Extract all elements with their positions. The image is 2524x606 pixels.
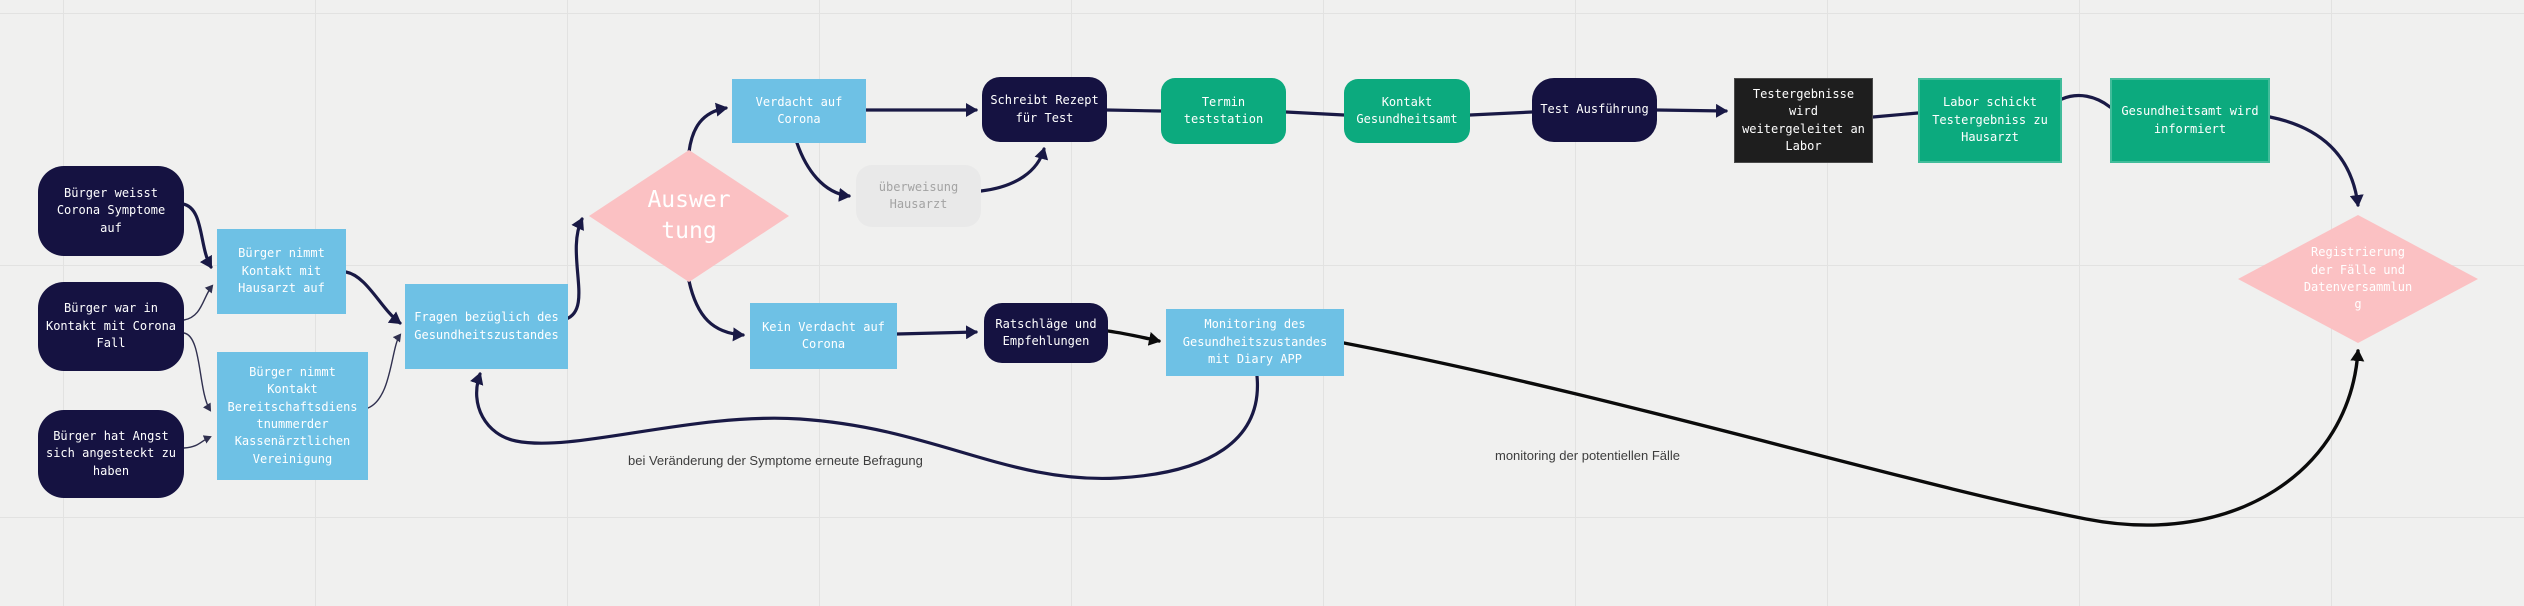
edge-auswertung-to-kein-verdacht[interactable] bbox=[687, 279, 745, 342]
edge-termin-to-kontakt-gesundheitsamt[interactable] bbox=[1284, 110, 1346, 117]
edge-fragen-to-auswertung[interactable] bbox=[564, 217, 584, 321]
node-buerger-symptome[interactable]: Bürger weisst Corona Symptome auf bbox=[38, 166, 184, 256]
edge-kontakt-hausarzt-to-fragen[interactable] bbox=[344, 270, 402, 325]
edge-ratschlaege-to-monitoring[interactable] bbox=[1106, 329, 1161, 346]
edge-schreibt-rezept-to-termin[interactable] bbox=[1105, 108, 1163, 113]
edge-labor-to-gesundheitsamt[interactable] bbox=[2060, 93, 2112, 109]
edge-ueberweisung-to-schreibt-rezept[interactable] bbox=[979, 147, 1049, 193]
node-verdacht-corona[interactable]: Verdacht auf Corona bbox=[732, 79, 866, 143]
edge-buerger-angst-to-bereitschaftsdienst[interactable] bbox=[183, 435, 212, 449]
node-kontakt-bereitschaftsdienst[interactable]: Bürger nimmt Kontakt Bereitschaftsdiens … bbox=[217, 352, 368, 480]
node-labor-schickt-testergebniss[interactable]: Labor schickt Testergebniss zu Hausarzt bbox=[1918, 78, 2062, 163]
edge-monitoring-to-registrierung[interactable] bbox=[1342, 341, 2365, 527]
node-kein-verdacht-corona[interactable]: Kein Verdacht auf Corona bbox=[750, 303, 897, 369]
edge-kein-verdacht-to-ratschlaege[interactable] bbox=[895, 325, 978, 340]
edge-kontakt-gesundheitsamt-to-test[interactable] bbox=[1468, 110, 1534, 117]
node-schreibt-rezept[interactable]: Schreibt Rezept für Test bbox=[982, 77, 1107, 142]
node-buerger-angst[interactable]: Bürger hat Angst sich angesteckt zu habe… bbox=[38, 410, 184, 498]
annotation-monitoring-faelle[interactable]: monitoring der potentiellen Fälle bbox=[1495, 448, 1680, 463]
edge-test-to-testergebnisse[interactable] bbox=[1655, 103, 1728, 118]
node-kontakt-gesundheitsamt[interactable]: Kontakt Gesundheitsamt bbox=[1344, 79, 1470, 143]
node-ueberweisung-hausarzt[interactable]: überweisung Hausarzt bbox=[856, 165, 981, 227]
node-testergebnisse-labor[interactable]: Testergebnisse wird weitergeleitet an La… bbox=[1734, 78, 1873, 163]
node-test-ausfuehrung[interactable]: Test Ausführung bbox=[1532, 78, 1657, 142]
node-buerger-kontakt-corona-fall[interactable]: Bürger war in Kontakt mit Corona Fall bbox=[38, 282, 184, 371]
edge-testergebnisse-to-labor[interactable] bbox=[1871, 111, 1920, 119]
edge-verdacht-to-ueberweisung[interactable] bbox=[795, 141, 851, 202]
node-gesundheitsamt-informiert[interactable]: Gesundheitsamt wird informiert bbox=[2110, 78, 2270, 163]
edge-corona-fall-to-bereitschaftsdienst[interactable] bbox=[183, 332, 212, 412]
edge-gesundheitsamt-to-registrierung[interactable] bbox=[2268, 115, 2364, 207]
node-monitoring-diary-app[interactable]: Monitoring des Gesundheitszustandes mit … bbox=[1166, 309, 1344, 376]
node-termin-teststation[interactable]: Termin teststation bbox=[1161, 78, 1286, 144]
edge-corona-fall-to-kontakt-hausarzt[interactable] bbox=[183, 284, 214, 321]
node-kontakt-hausarzt[interactable]: Bürger nimmt Kontakt mit Hausarzt auf bbox=[217, 229, 346, 314]
edge-buerger-symptome-to-kontakt-hausarzt[interactable] bbox=[181, 202, 213, 269]
node-ratschlaege-empfehlungen[interactable]: Ratschläge und Empfehlungen bbox=[984, 303, 1108, 363]
edge-bereitschaftsdienst-to-fragen[interactable] bbox=[367, 333, 402, 409]
annotation-erneute-befragung[interactable]: bei Veränderung der Symptome erneute Bef… bbox=[628, 453, 923, 468]
node-fragen-gesundheitszustand[interactable]: Fragen bezüglich des Gesundheitszustande… bbox=[405, 284, 568, 369]
edge-auswertung-to-verdacht[interactable] bbox=[687, 102, 728, 154]
edge-monitoring-to-fragen-loop[interactable] bbox=[470, 372, 1259, 481]
